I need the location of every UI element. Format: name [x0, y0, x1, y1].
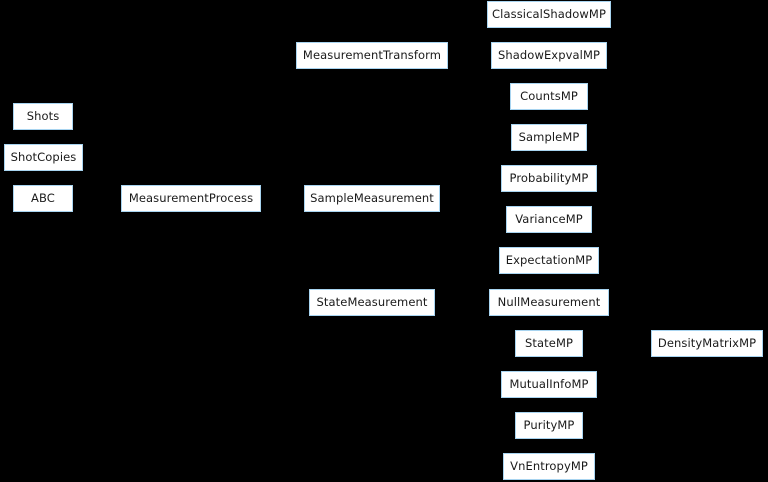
inheritance-edge [435, 302, 498, 467]
class-node-statemp[interactable]: StateMP [515, 330, 583, 357]
inheritance-edge [435, 178, 496, 303]
class-node-samplemp[interactable]: SampleMP [511, 124, 587, 151]
inheritance-edge [448, 14, 482, 56]
class-node-label: MeasurementProcess [128, 190, 254, 205]
class-node-nullmeasurement[interactable]: NullMeasurement [489, 289, 609, 316]
class-node-measurementprocess[interactable]: MeasurementProcess [121, 185, 261, 212]
class-node-label: StateMeasurement [316, 294, 428, 309]
inheritance-edge [440, 178, 496, 199]
class-node-probabilitymp[interactable]: ProbabilityMP [501, 165, 597, 192]
class-node-statemeasurement[interactable]: StateMeasurement [309, 289, 435, 316]
class-node-label: Shots [26, 108, 60, 123]
class-node-label: VnEntropyMP [510, 458, 588, 473]
class-node-label: PurityMP [523, 417, 575, 432]
class-node-label: ShotCopies [10, 149, 77, 164]
class-node-mutualinfomp[interactable]: MutualInfoMP [501, 371, 597, 398]
inheritance-edge [261, 198, 304, 303]
class-node-vnentropymp[interactable]: VnEntropyMP [503, 453, 595, 480]
class-node-expectationmp[interactable]: ExpectationMP [499, 247, 599, 274]
class-node-densitymatrixmp[interactable]: DensityMatrixMP [651, 330, 763, 357]
class-node-measurementtransform[interactable]: MeasurementTransform [296, 42, 448, 69]
class-node-shots[interactable]: Shots [13, 103, 73, 130]
class-node-puritymp[interactable]: PurityMP [515, 412, 583, 439]
class-node-shotcopies[interactable]: ShotCopies [4, 144, 83, 171]
class-node-variancemp[interactable]: VarianceMP [506, 206, 592, 233]
inheritance-edge [440, 137, 506, 199]
class-node-samplemeasurement[interactable]: SampleMeasurement [304, 185, 440, 212]
class-node-label: DensityMatrixMP [657, 335, 757, 350]
class-node-shadowexpvalmp[interactable]: ShadowExpvalMP [491, 42, 607, 69]
inheritance-edge [435, 260, 494, 303]
inheritance-edge [440, 198, 494, 261]
class-node-label: NullMeasurement [497, 294, 601, 309]
class-node-label: ClassicalShadowMP [492, 6, 606, 21]
class-node-abc[interactable]: ABC [13, 185, 73, 212]
inheritance-edge [440, 198, 501, 220]
class-node-countsmp[interactable]: CountsMP [510, 83, 588, 110]
class-node-label: MeasurementTransform [302, 47, 442, 62]
inheritance-edge [440, 96, 505, 199]
inheritance-edge [435, 302, 496, 385]
class-node-label: SampleMP [518, 129, 580, 144]
class-node-label: SampleMeasurement [310, 190, 434, 205]
class-node-label: CountsMP [520, 88, 578, 103]
class-node-label: StateMP [525, 335, 573, 350]
class-node-label: ExpectationMP [505, 252, 593, 267]
inheritance-edge [261, 55, 291, 199]
class-node-classicalshadowmp[interactable]: ClassicalShadowMP [487, 1, 611, 28]
inheritance-edge [435, 302, 510, 426]
class-node-label: MutualInfoMP [509, 376, 589, 391]
class-node-label: ProbabilityMP [509, 170, 589, 185]
class-node-label: ABC [31, 190, 55, 205]
class-node-label: VarianceMP [515, 211, 583, 226]
inheritance-edge [440, 55, 486, 199]
class-node-label: ShadowExpvalMP [497, 47, 601, 62]
